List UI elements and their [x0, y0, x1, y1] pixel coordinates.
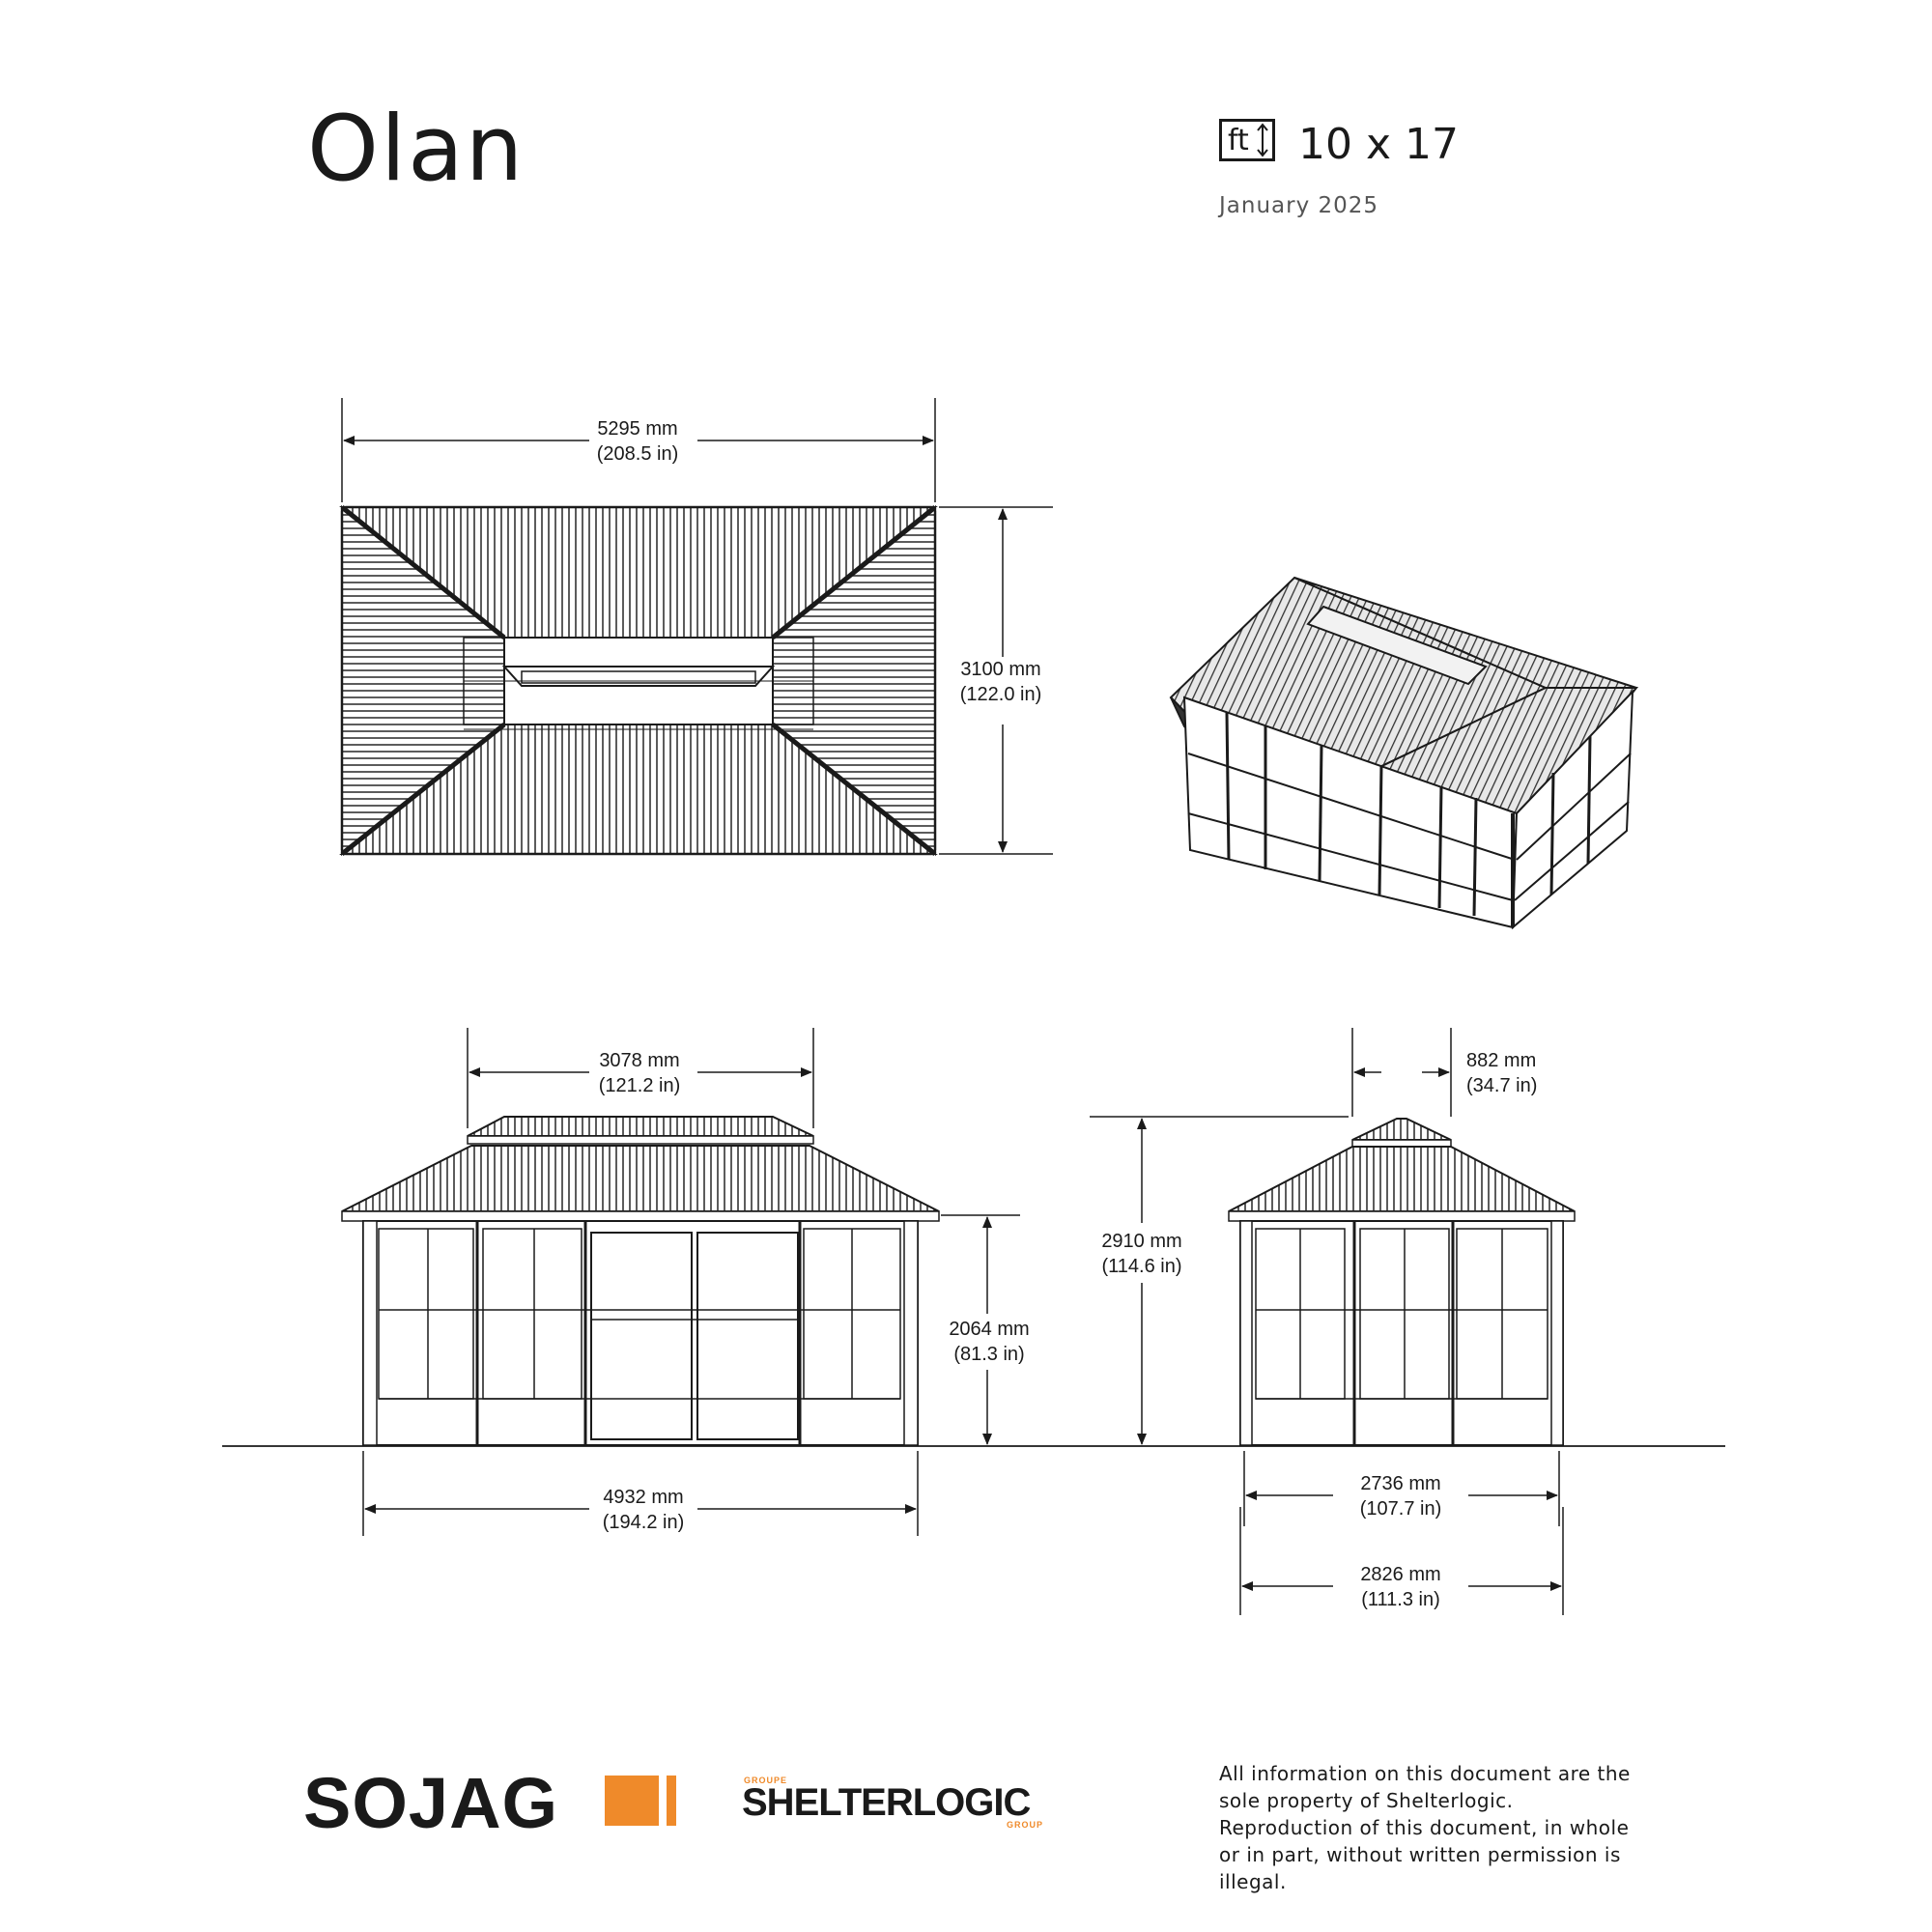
- sojag-logo-square: [605, 1776, 659, 1826]
- top-width-in-label: (208.5 in): [597, 443, 679, 465]
- front-base-mm-label: 4932 mm: [603, 1487, 683, 1508]
- double-arrow-icon: [1257, 123, 1268, 157]
- legal-line: All information on this document are the: [1219, 1762, 1631, 1785]
- product-title: Olan: [307, 97, 526, 202]
- top-depth-in-label: (122.0 in): [960, 684, 1042, 705]
- shelterlogic-group: GROUP: [1006, 1820, 1043, 1830]
- shelterlogic-groupe: GROUPE: [744, 1776, 788, 1785]
- front-base-in-label: (194.2 in): [603, 1512, 685, 1533]
- document-date: January 2025: [1219, 193, 1379, 218]
- top-width-mm-label: 5295 mm: [597, 418, 677, 440]
- legal-line: or in part, without written permission i…: [1219, 1843, 1621, 1866]
- top-view: 5295 mm (208.5 in) 3100 mm (122.0 in): [339, 398, 1053, 857]
- front-view: 3078 mm (121.2 in) 2064 mm (81.3 in) 493…: [222, 1028, 1725, 1536]
- isometric-view: [1169, 576, 1639, 930]
- legal-line: Reproduction of this document, in whole: [1219, 1816, 1630, 1839]
- side-top-mm-label: 882 mm: [1466, 1050, 1536, 1071]
- side-view: 882 mm (34.7 in) 2910 mm (114.6 in) 2736…: [1090, 1028, 1576, 1615]
- side-outer-mm-label: 2826 mm: [1360, 1564, 1440, 1585]
- side-outer-in-label: (111.3 in): [1361, 1589, 1440, 1610]
- size-unit: ft: [1228, 124, 1249, 157]
- legal-line: sole property of Shelterlogic.: [1219, 1789, 1514, 1812]
- shelterlogic-name: SHELTERLOGIC: [742, 1781, 1031, 1824]
- top-depth-mm-label: 3100 mm: [960, 659, 1040, 680]
- side-inner-in-label: (107.7 in): [1360, 1498, 1442, 1520]
- legal-line: illegal.: [1219, 1870, 1287, 1893]
- legal-notice: All information on this document are the…: [1219, 1760, 1644, 1895]
- size-value: 10 x 17: [1298, 120, 1459, 169]
- feet-size-icon: ft: [1219, 119, 1275, 161]
- side-top-in-label: (34.7 in): [1466, 1075, 1537, 1096]
- front-top-mm-label: 3078 mm: [599, 1050, 679, 1071]
- side-inner-mm-label: 2736 mm: [1360, 1473, 1440, 1494]
- shelterlogic-logo: GROUPE SHELTERLOGIC GROUP: [742, 1776, 1051, 1830]
- front-top-in-label: (121.2 in): [599, 1075, 681, 1096]
- sojag-logo-text: SOJAG: [303, 1763, 559, 1843]
- front-wall-height-in-label: (81.3 in): [953, 1344, 1024, 1365]
- sojag-logo-bar: [667, 1776, 676, 1826]
- total-height-mm-label: 2910 mm: [1101, 1231, 1181, 1252]
- front-wall-height-mm-label: 2064 mm: [949, 1319, 1029, 1340]
- total-height-in-label: (114.6 in): [1101, 1256, 1181, 1277]
